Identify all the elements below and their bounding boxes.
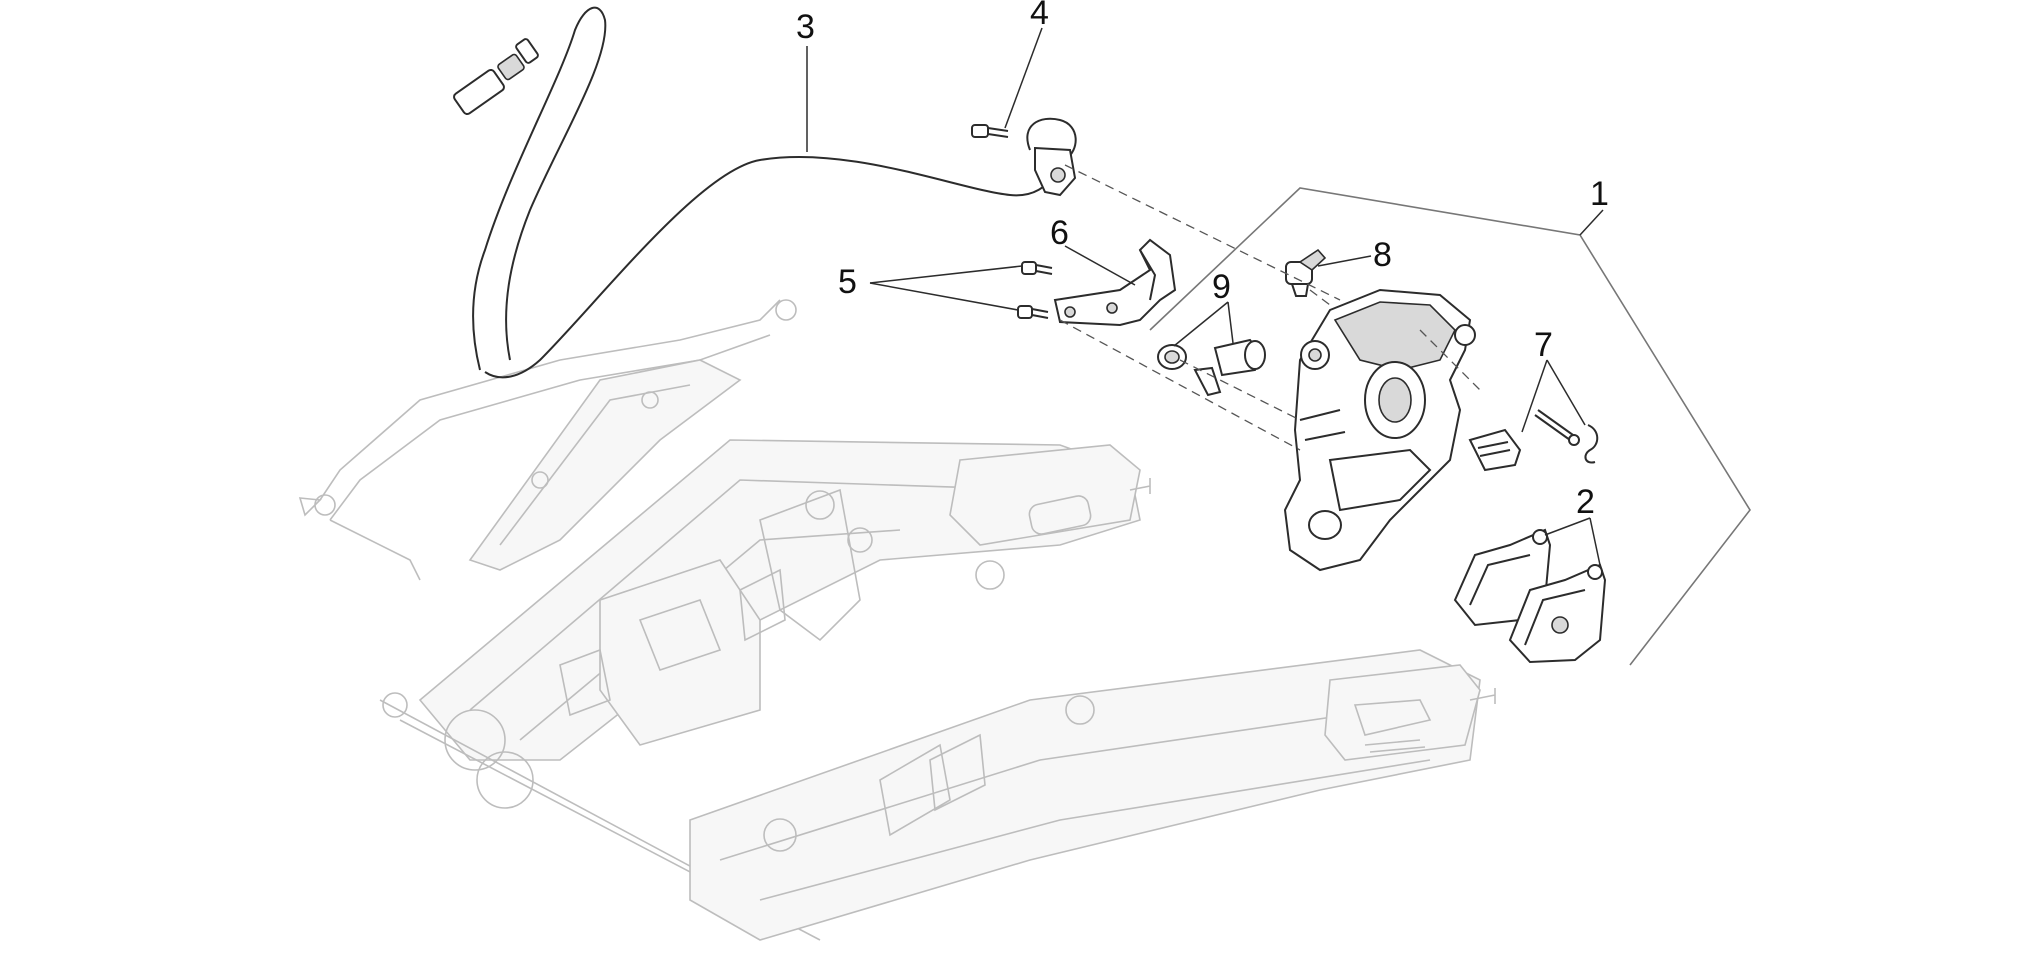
bleed-valve — [1285, 248, 1327, 297]
assembly-guide-lines — [1059, 164, 1481, 451]
callout-1: 1 — [1590, 175, 1609, 213]
callout-4: 4 — [1030, 0, 1049, 32]
slide-pin-kit — [1157, 338, 1266, 397]
callout-labels: 1 2 3 4 5 6 7 8 9 — [796, 0, 1609, 521]
callout-9: 9 — [1212, 268, 1231, 306]
swingarm-ghost — [298, 299, 1496, 941]
brake-caliper — [1283, 288, 1476, 572]
callout-2: 2 — [1576, 483, 1595, 521]
brake-pads — [1453, 528, 1607, 664]
callout-5: 5 — [838, 263, 857, 301]
sensor-screw — [971, 124, 1009, 138]
callout-6: 6 — [1050, 214, 1069, 252]
pad-pin-kit — [1468, 409, 1599, 472]
callout-3: 3 — [796, 8, 815, 46]
callout-8: 8 — [1373, 236, 1392, 274]
bracket-screws — [1017, 261, 1053, 319]
callout-7: 7 — [1534, 326, 1553, 364]
sensor-bracket — [1053, 238, 1177, 327]
cable-connector — [453, 38, 539, 116]
abs-sensor-head — [1026, 117, 1077, 197]
abs-sensor-cable — [453, 6, 1077, 379]
leader-lines — [806, 27, 1604, 566]
